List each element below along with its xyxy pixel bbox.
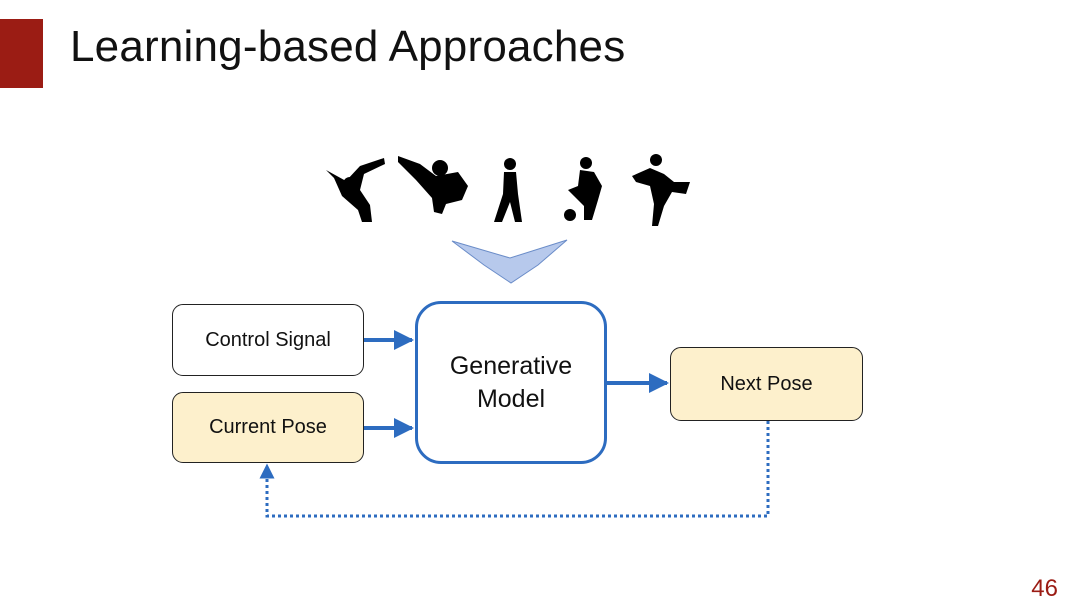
generative-model-label-line2: Model [476, 384, 546, 413]
next-pose-label: Next Pose [720, 372, 813, 395]
flying-kick-silhouette-icon [398, 156, 468, 214]
generative-model-label-line1: Generative [449, 351, 573, 380]
breakdance-silhouette-icon [326, 158, 385, 222]
control-signal-box: Control Signal [172, 304, 364, 376]
generative-model-box: Generative Model [415, 301, 607, 464]
slide-title: Learning-based Approaches [70, 22, 626, 71]
soccer-silhouette-icon [564, 157, 602, 221]
dancing-silhouette-icon [632, 154, 690, 226]
funnel-arrow [451, 239, 568, 284]
control-signal-label: Control Signal [205, 328, 331, 351]
title-accent-bar [0, 19, 43, 88]
page-number: 46 [1031, 575, 1058, 602]
current-pose-label: Current Pose [209, 416, 327, 438]
current-pose-box: Current Pose [172, 392, 364, 463]
walking-silhouette-icon [494, 158, 522, 222]
next-pose-box: Next Pose [670, 347, 863, 421]
